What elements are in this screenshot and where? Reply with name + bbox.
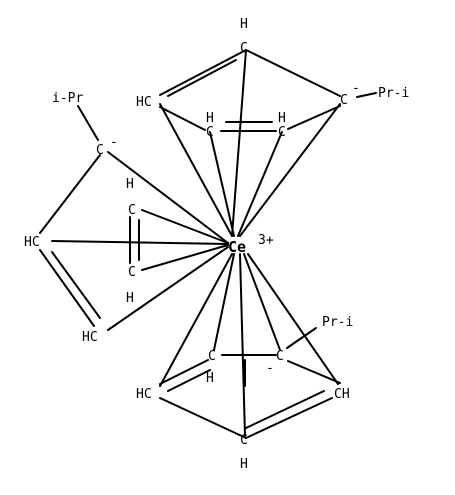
coordination-bond — [107, 246, 229, 331]
coordination-bond — [159, 103, 233, 237]
coordination-bond — [107, 151, 229, 244]
atom-carbon: C — [278, 125, 286, 140]
atom-ch-group: HC — [136, 95, 152, 110]
atom-ch-group: CH — [334, 387, 350, 402]
bond — [159, 359, 209, 385]
atom-ch-group: HC — [24, 235, 40, 250]
atom-carbon: C — [206, 125, 214, 140]
substituent-isopropyl: Pr-i — [322, 315, 353, 330]
bond — [39, 154, 101, 234]
coordination-bond — [141, 244, 229, 271]
atom-hydrogen: H — [240, 457, 248, 472]
atom-layer: H C HC H C H C - C Pr-i i-Pr C - H C HC … — [24, 17, 409, 472]
bond — [159, 49, 247, 96]
coordination-bond — [247, 253, 339, 385]
bond — [167, 369, 211, 392]
atom-carbon: C — [208, 349, 216, 364]
substituent-isopropyl: Pr-i — [378, 86, 409, 101]
bond — [77, 105, 99, 141]
atom-carbon: C — [128, 203, 136, 218]
coordination-bond — [51, 240, 229, 245]
atom-hydrogen: H — [126, 291, 134, 306]
atom-carbon: C — [128, 265, 136, 280]
atom-carbon: C — [240, 41, 248, 56]
bond — [245, 390, 325, 429]
metal-charge: 3+ — [258, 233, 274, 248]
bond — [167, 59, 237, 97]
bond — [286, 327, 317, 349]
atom-hydrogen: H — [278, 111, 286, 126]
bond — [39, 249, 95, 327]
coordination-bond — [213, 253, 235, 351]
coordination-bond — [239, 103, 341, 237]
charge-minus: - — [266, 361, 274, 376]
atom-hydrogen: H — [206, 371, 214, 386]
coordination-bond — [237, 131, 283, 237]
atom-ch-group: HC — [136, 387, 152, 402]
atom-hydrogen: H — [240, 17, 248, 32]
coordination-bond — [239, 253, 246, 437]
bond-layer — [39, 49, 377, 439]
atom-carbon: C — [240, 433, 248, 448]
coordination-bond — [209, 131, 235, 237]
bond — [287, 105, 341, 130]
metal-center: Ce — [228, 238, 246, 256]
atom-carbanion: C — [96, 143, 104, 158]
charge-minus: - — [110, 135, 118, 150]
bond — [245, 397, 333, 439]
coordination-bond — [141, 209, 229, 244]
coordination-bond — [243, 253, 281, 351]
bond — [287, 360, 341, 384]
charge-minus: - — [352, 81, 360, 96]
bond — [245, 49, 341, 97]
bond — [159, 106, 206, 131]
substituent-isopropyl: i-Pr — [52, 91, 83, 106]
atom-carbanion: C — [276, 349, 284, 364]
atom-carbanion: C — [340, 93, 348, 108]
bond — [356, 92, 377, 98]
atom-hydrogen: H — [206, 111, 214, 126]
atom-hydrogen: H — [126, 177, 134, 192]
coordination-bond — [231, 49, 247, 237]
coordination-bond — [159, 253, 233, 387]
bond — [159, 397, 247, 439]
atom-ch-group: HC — [82, 330, 98, 345]
bond — [51, 251, 101, 319]
